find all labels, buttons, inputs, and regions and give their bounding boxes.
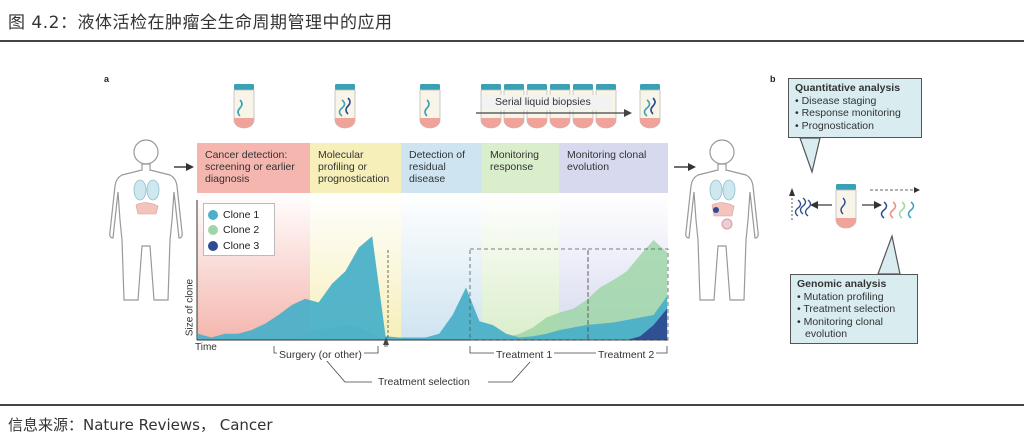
genomic-heading: Genomic analysis [797,278,887,290]
figure-caption: 图 4.2：液体活检在肿瘤全生命周期管理中的应用 [8,13,393,33]
genomic-item: • Treatment selection [797,303,896,315]
quantitative-item: • Response monitoring [795,107,901,119]
top-rule [0,40,1024,42]
stage-monitoring-response: Monitoring response [490,149,540,173]
genomic-item: • Monitoring clonal [797,315,883,328]
y-axis-label: Size of clone [184,278,196,337]
source-caption: 信息来源：Nature Reviews， Cancer [8,416,273,434]
panel-a-letter: a [104,74,110,84]
stage-residual-disease: Detection of residual disease [409,149,466,185]
surgery-label: Surgery (or other) [277,349,364,361]
legend-label: Clone 2 [223,224,260,237]
legend-label: Clone 3 [223,239,260,252]
serial-biopsies-label: Serial liquid biopsies [495,96,591,108]
treatment-selection-label: Treatment selection [378,376,470,388]
quantitative-item: • Disease staging [795,94,877,107]
x-axis-label: Time [195,342,217,353]
genomic-analysis-box: Genomic analysis • Mutation profiling • … [790,274,918,344]
legend-item-clone-2: Clone 2 [208,223,270,239]
series-area-clone-1 [198,236,667,340]
genomic-item: • Mutation profiling [797,290,884,303]
treatment-2-label: Treatment 2 [596,349,657,361]
stage-clonal-evolution: Monitoring clonal evolution [567,149,647,173]
legend-label: Clone 1 [223,208,260,221]
quantitative-heading: Quantitative analysis [795,82,901,94]
treatment-1-label: Treatment 1 [494,349,555,361]
stage-molecular-profiling: Molecular profiling or prognostication [318,149,390,185]
bottom-rule [0,404,1024,406]
genomic-item: evolution [805,328,848,340]
stage-cancer-detection: Cancer detection: screening or earlier d… [205,149,295,185]
legend-item-clone-3: Clone 3 [208,238,270,254]
quantitative-item: • Prognostication [795,119,874,132]
legend-item-clone-1: Clone 1 [208,207,270,223]
chart-legend: Clone 1 Clone 2 Clone 3 [203,203,275,256]
clone-size-chart [198,236,667,340]
panel-b-letter: b [770,74,776,84]
quantitative-analysis-box: Quantitative analysis • Disease staging … [788,78,922,138]
